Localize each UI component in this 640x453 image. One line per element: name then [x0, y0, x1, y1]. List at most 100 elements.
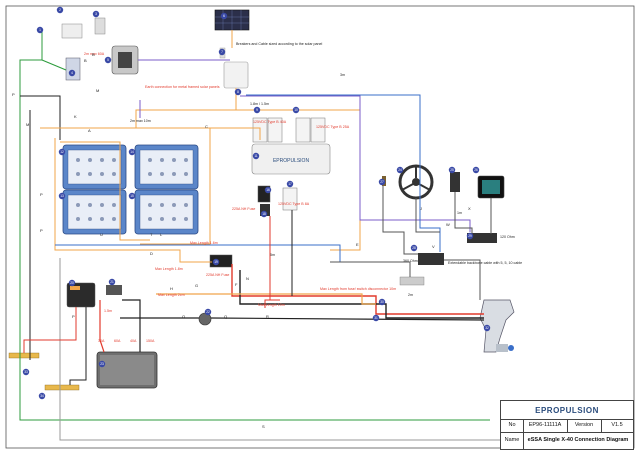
svg-text:18: 18 [262, 212, 266, 216]
wire-tag-M: M [96, 88, 99, 93]
callout-3: 3 [92, 10, 100, 18]
wire-tag-M: M [26, 122, 29, 127]
wire-tag-P: P [72, 314, 75, 319]
wire-tag-F: F [235, 282, 238, 287]
len-3m: 3m [340, 73, 345, 77]
earth-note: Earth connection for metal framed solar … [145, 85, 220, 89]
charger-unit [65, 57, 81, 81]
callout-24: 24 [396, 166, 404, 174]
callout-9: 9 [253, 106, 261, 114]
breaker-40a-b [267, 117, 283, 143]
version-value: V1.5 [611, 421, 623, 428]
sheet-border [5, 5, 635, 449]
len-2m-max: 2m max 10m [130, 119, 151, 123]
callout-23: 23 [98, 360, 106, 368]
max-length-5-note: Max Length from fuse/ switch disconnecto… [320, 287, 396, 291]
battery-module-1 [62, 144, 127, 190]
nh-fuse-1-note: 225A NH Fuse [232, 207, 255, 211]
svg-text:5: 5 [107, 58, 109, 62]
breaker-b-note: 125VDC Type B 25A [316, 125, 350, 129]
callout-6: 6 [220, 12, 228, 20]
name-label: Name [504, 436, 520, 443]
len-2m: 2m [408, 293, 413, 297]
len-1m: 1m [457, 211, 462, 215]
callout-17: 17 [286, 180, 294, 188]
nh-fuse-2-note: 225A NH Fuse [206, 273, 229, 277]
callout-4: 4 [68, 69, 76, 77]
svg-text:26: 26 [474, 168, 478, 172]
svg-text:10: 10 [294, 108, 298, 112]
wire-tag-D: D [150, 251, 153, 256]
svg-text:32: 32 [485, 326, 489, 330]
svg-text:3: 3 [95, 12, 97, 16]
fuse-holder [94, 17, 106, 35]
solar-controller [223, 61, 249, 89]
can-hub-1 [418, 253, 444, 265]
wire-tag-X: X [468, 206, 471, 211]
battery-module-4 [134, 189, 199, 235]
wires [19, 30, 620, 441]
brand-logo: EPROPULSION [535, 405, 599, 415]
wire-tag-G: G [195, 283, 198, 288]
svg-text:28: 28 [412, 246, 416, 250]
drawing-number: EP96-11111A [528, 421, 562, 428]
throttle-control [450, 172, 460, 192]
busbar-positive [8, 352, 40, 359]
wire-tag-L: L [160, 232, 163, 237]
svg-text:7: 7 [221, 50, 223, 54]
svg-text:13: 13 [60, 194, 64, 198]
cable-120-note: 120 Ohm [500, 235, 515, 239]
fuse-2ma-note: 2m max 60A [84, 52, 105, 56]
svg-text:20: 20 [70, 281, 74, 285]
title-block: EPROPULSION No EP96-11111A Version V1.5 … [500, 400, 634, 450]
callout-30: 30 [378, 298, 386, 306]
nh-fuse-1 [260, 204, 270, 216]
wire-tag-C: C [205, 124, 208, 129]
len-1-8: 1.8m / 1.5m [250, 102, 269, 106]
svg-text:16: 16 [266, 188, 270, 192]
busbar-negative [44, 384, 80, 391]
callout-34: 34 [38, 392, 46, 400]
amp-60a: 60A [114, 339, 121, 343]
wire-tag-A: A [88, 128, 91, 133]
wire-tag-B: B [92, 52, 95, 57]
wire-tag-P: P [40, 228, 43, 233]
callout-19: 19 [212, 258, 220, 266]
amp-150: 150A [146, 339, 155, 343]
callout-26: 26 [472, 166, 480, 174]
svg-text:34: 34 [40, 394, 44, 398]
svg-text:31: 31 [374, 316, 378, 320]
callout-21: 21 [108, 278, 116, 286]
breaker-8a [282, 187, 298, 211]
distribution-box-logo: EPROPULSION [273, 158, 310, 164]
svg-text:29: 29 [468, 234, 472, 238]
breaker-25a-b [310, 117, 326, 143]
wire-tag-J: J [420, 206, 422, 211]
len-5m: 5m [270, 253, 275, 257]
breaker-25a [295, 117, 311, 143]
solar-note: Breakers and Cable sized according to th… [236, 42, 323, 46]
svg-text:25: 25 [450, 168, 454, 172]
svg-text:4: 4 [71, 71, 73, 75]
max-length-1-note: Max Length 1.6m [190, 241, 218, 245]
callout-33: 33 [22, 368, 30, 376]
svg-text:1: 1 [39, 28, 41, 32]
outboard-motor [479, 299, 515, 353]
callout-22: 22 [204, 308, 212, 316]
svg-text:30: 30 [380, 300, 384, 304]
callout-12: 12 [58, 148, 66, 156]
shore-inlet [61, 23, 83, 39]
max-length-4-note: Max Length 10m [258, 303, 285, 307]
amp-30: 30A [98, 339, 105, 343]
len-1-5: 1.5m [104, 309, 112, 313]
wire-tag-H: H [170, 286, 173, 291]
svg-text:21: 21 [110, 280, 114, 284]
callout-20: 20 [68, 279, 76, 287]
svg-text:11: 11 [254, 154, 258, 158]
wire-tag-U: U [100, 232, 103, 237]
no-label: No [508, 421, 516, 428]
svg-text:23: 23 [100, 362, 104, 366]
